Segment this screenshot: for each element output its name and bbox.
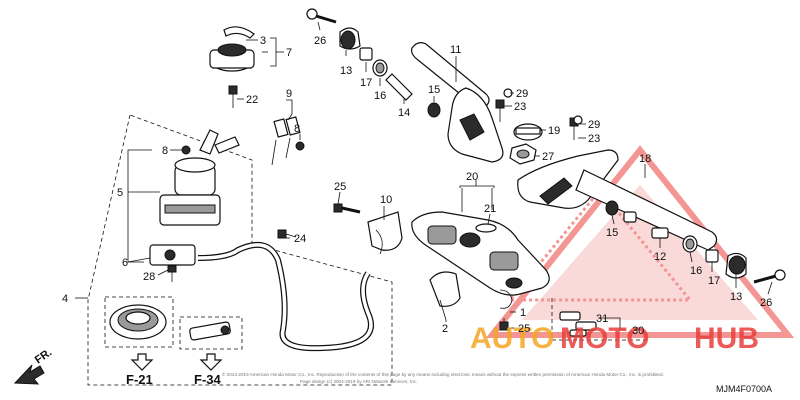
nut-27 — [509, 143, 537, 165]
ref-label-f34[interactable]: F-34 — [194, 372, 222, 387]
callout: 26 — [760, 297, 772, 309]
assembly-frame-4 — [87, 114, 393, 386]
callout: 15 — [606, 227, 618, 239]
left-handlebar-part — [411, 42, 504, 163]
collar-17 — [359, 47, 373, 61]
clamp-21 — [475, 223, 497, 233]
bracket-10 — [367, 211, 403, 255]
screw-22 — [228, 85, 238, 108]
bar-end-screw-26 — [306, 8, 337, 24]
right-handlebar-part — [517, 149, 718, 251]
callout: 29 — [516, 88, 528, 100]
callout: 21 — [484, 203, 496, 215]
front-direction-label: FR. — [33, 346, 54, 366]
callout: 28 — [143, 271, 155, 283]
callout: 23 — [514, 101, 526, 113]
nut-29-right — [573, 115, 583, 125]
switch-bracket-part — [149, 244, 196, 282]
wire-clip-31 — [559, 311, 597, 337]
bar-end-screw-26-right — [753, 269, 786, 284]
watermark-word-auto: AUTO — [470, 322, 554, 355]
callout: 19 — [548, 125, 560, 137]
cable-guide-part — [429, 271, 461, 321]
callout: 3 — [260, 35, 266, 47]
inner-weight-12 — [623, 211, 669, 239]
callout: 6 — [122, 257, 128, 269]
cap-19 — [513, 123, 543, 141]
callout: 27 — [542, 151, 554, 163]
bar-end-weight-13-right — [725, 252, 747, 279]
callout: 16 — [690, 265, 702, 277]
callout: 23 — [588, 133, 600, 145]
callout: 14 — [398, 107, 410, 119]
callout: 22 — [246, 94, 258, 106]
callout: 8 — [162, 145, 168, 157]
copyright-line-2: Page design (c) 2004-2019 by ARI Network… — [300, 379, 417, 384]
diagram-code: MJM4F0700A — [716, 384, 772, 394]
bar-end-weight-13 — [339, 27, 361, 50]
callout: 11 — [450, 44, 461, 56]
callout: 17 — [360, 77, 372, 89]
wire-harness-part — [197, 241, 374, 352]
callout: 17 — [708, 275, 720, 287]
callout: 10 — [380, 194, 392, 206]
key-set-part — [271, 116, 305, 166]
callout: 13 — [340, 65, 352, 77]
collar-16 — [372, 59, 388, 77]
callout: 4 — [62, 293, 68, 305]
callout: 31 — [596, 313, 608, 325]
callout: 30 — [632, 325, 644, 337]
ref-label-f21[interactable]: F-21 — [126, 372, 153, 387]
ref-arrows — [130, 353, 223, 371]
collar-17-right — [705, 249, 719, 263]
callout: 8 — [294, 123, 300, 135]
subframe-30 — [551, 298, 648, 341]
watermark-logo: AUTO MOTO HUB — [470, 322, 759, 355]
subframe-f21 — [104, 296, 174, 348]
front-arrow — [13, 364, 45, 385]
callout-labels: 26 13 17 16 14 15 11 23 29 19 27 23 29 3… — [62, 35, 772, 337]
callout: 5 — [117, 187, 123, 199]
top-bridge-part — [411, 211, 550, 296]
callout: 9 — [286, 88, 292, 100]
callout: 25 — [518, 323, 530, 335]
callout: 16 — [374, 90, 386, 102]
callout: 13 — [730, 291, 742, 303]
bolt-25-top — [333, 203, 361, 214]
ignition-switch-part — [159, 129, 240, 226]
seat-lock-part — [189, 321, 231, 341]
collar-16-right — [682, 235, 698, 253]
leader-lines — [75, 21, 773, 331]
fuel-cap-part — [109, 304, 167, 340]
callout: 7 — [286, 47, 292, 59]
subframe-f34 — [179, 316, 243, 350]
callout: 24 — [294, 233, 306, 245]
switch-cover-part — [209, 26, 255, 72]
bolt-25-bottom — [499, 318, 509, 331]
clip-1 — [499, 289, 513, 309]
callout: 2 — [442, 323, 448, 335]
callout: 26 — [314, 35, 326, 47]
watermark-word-moto: MOTO — [560, 322, 649, 355]
callout: 29 — [588, 119, 600, 131]
callout: 25 — [334, 181, 346, 193]
washer-15-right — [605, 200, 619, 216]
callout: 18 — [639, 153, 651, 165]
callout: 1 — [520, 307, 526, 319]
inner-weight-14 — [385, 73, 413, 101]
washer-15 — [427, 102, 441, 118]
copyright-line-1: © 2013-2019 American Honda Motor Co., In… — [222, 371, 664, 377]
callout: 20 — [466, 171, 478, 183]
callout: 12 — [654, 251, 666, 263]
watermark-word-hub: HUB — [694, 322, 759, 355]
callout: 15 — [428, 84, 440, 96]
bolt-23-left — [495, 99, 505, 122]
